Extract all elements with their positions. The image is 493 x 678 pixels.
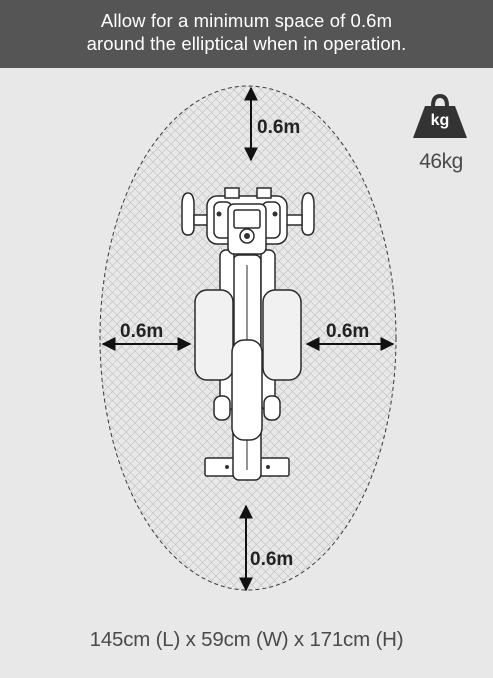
- notice-line-2: around the elliptical when in operation.: [86, 33, 407, 54]
- clearance-label-bottom: 0.6m: [250, 549, 293, 570]
- weight-icon-label: kg: [430, 112, 450, 129]
- clearance-label-left: 0.6m: [120, 321, 163, 342]
- weight-kg-icon: [413, 94, 467, 138]
- clearance-diagram: 0.6m 0.6m 0.6m 0.6m: [99, 85, 397, 592]
- clearance-notice-banner: Allow for a minimum space of 0.6m around…: [0, 0, 493, 68]
- clearance-label-right: 0.6m: [326, 321, 369, 342]
- notice-line-1: Allow for a minimum space of 0.6m: [100, 10, 393, 31]
- elliptical-machine-top-view: [181, 187, 315, 481]
- dimensions-text: 145cm (L) x 59cm (W) x 171cm (H): [89, 628, 404, 651]
- weight-value: 46kg: [419, 150, 463, 173]
- clearance-label-top: 0.6m: [257, 117, 300, 138]
